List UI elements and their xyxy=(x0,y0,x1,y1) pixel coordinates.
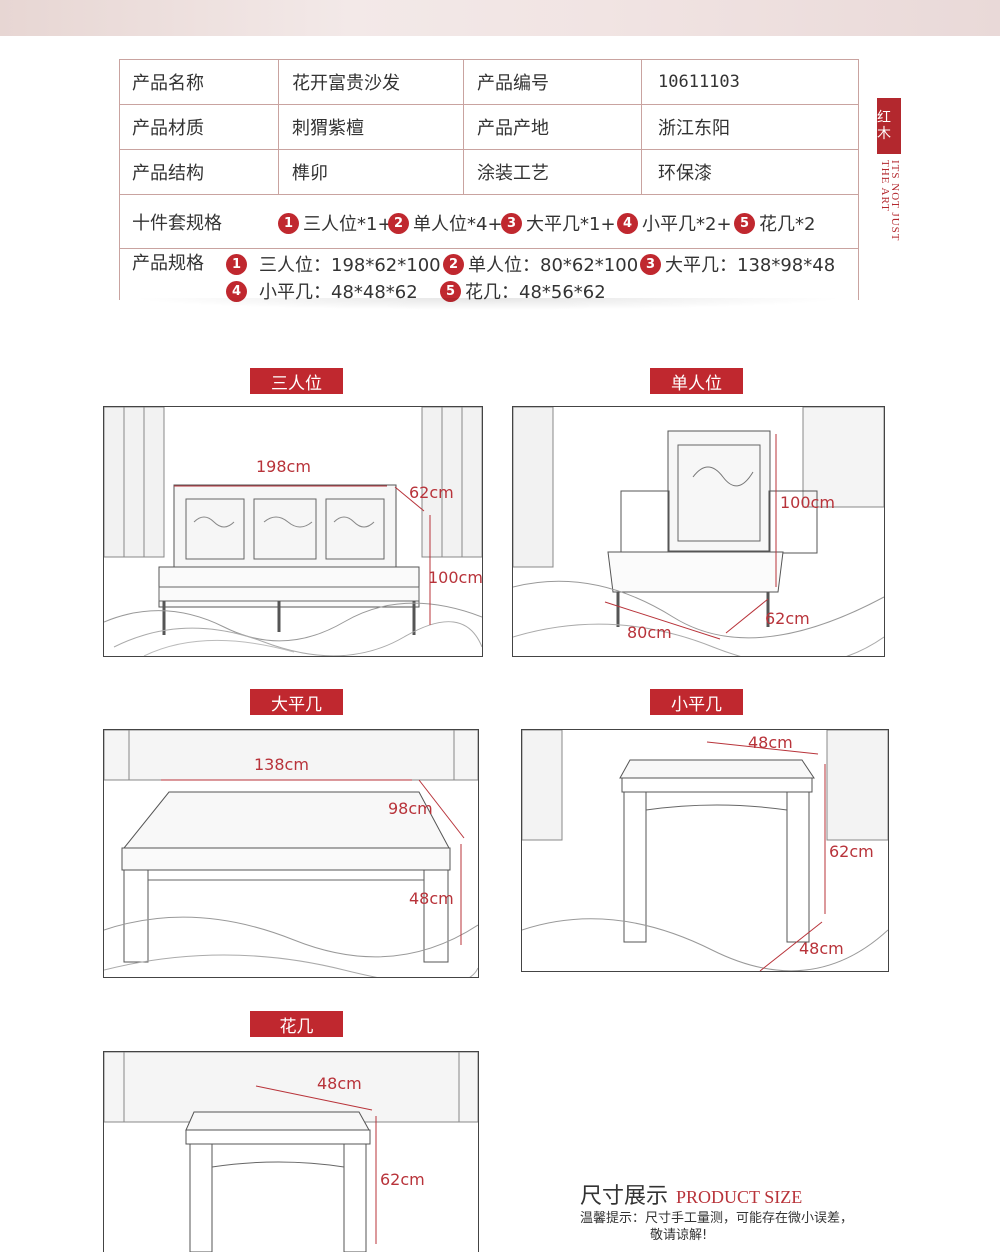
dimension-height: 100cm xyxy=(428,568,483,587)
sketch-large-table: 138cm 98cm 48cm xyxy=(103,729,479,978)
dimension-height: 48cm xyxy=(409,889,454,908)
label-size-spec: 产品规格 xyxy=(132,253,204,274)
number-badge: 2 xyxy=(388,212,409,234)
number-badge: 5 xyxy=(734,212,755,234)
label-three-seat: 三人位 xyxy=(250,368,343,394)
label-product-code: 产品编号 xyxy=(477,73,549,94)
dimension-height: 62cm xyxy=(829,842,874,861)
number-badge: 3 xyxy=(640,253,661,275)
dimension-depth: 48cm xyxy=(799,939,844,958)
number-badge: 1 xyxy=(226,253,247,275)
sketch-three-seat-sofa: 198cm 62cm 100cm xyxy=(103,406,483,657)
number-badge: 4 xyxy=(617,212,638,234)
label-product-name: 产品名称 xyxy=(132,73,204,94)
label-finish: 涂装工艺 xyxy=(477,163,549,184)
brand-tagline: ITS NOT JUST THE ART xyxy=(879,160,901,242)
sketch-flower-stand: 48cm 62cm xyxy=(103,1051,479,1252)
dimension-depth: 62cm xyxy=(409,483,454,502)
small-table-sketch-image xyxy=(522,730,888,971)
spec-row-3: 产品结构 榫卯 涂装工艺 环保漆 xyxy=(120,150,858,195)
label-large-table: 大平几 xyxy=(250,689,343,715)
label-flower-stand: 花几 xyxy=(250,1011,343,1037)
measurement-note: 温馨提示：尺寸手工量测，可能存在微小误差， 敬请谅解! xyxy=(580,1211,854,1243)
value-origin: 浙江东阳 xyxy=(658,118,730,139)
number-badge: 4 xyxy=(226,280,247,302)
number-badge: 5 xyxy=(440,280,461,302)
spec-row-1: 产品名称 花开富贵沙发 产品编号 10611103 xyxy=(120,60,858,105)
sketch-small-table: 48cm 62cm 48cm xyxy=(521,729,889,972)
dimension-width: 80cm xyxy=(627,623,672,642)
value-product-name: 花开富贵沙发 xyxy=(292,73,400,94)
label-origin: 产品产地 xyxy=(477,118,549,139)
dimension-width: 48cm xyxy=(748,733,793,752)
flower-stand-sketch-image xyxy=(104,1052,478,1252)
dimension-width: 198cm xyxy=(256,457,311,476)
label-set-spec: 十件套规格 xyxy=(132,212,222,234)
value-material: 刺猬紫檀 xyxy=(292,118,364,139)
brand-seal-logo: 红木 xyxy=(877,98,901,154)
label-small-table: 小平几 xyxy=(650,689,743,715)
label-material: 产品材质 xyxy=(132,118,204,139)
dimension-height: 62cm xyxy=(380,1170,425,1189)
table-shadow xyxy=(130,298,846,310)
value-structure: 榫卯 xyxy=(292,163,328,184)
dimension-height: 100cm xyxy=(780,493,835,512)
value-product-code: 10611103 xyxy=(658,72,740,92)
dimension-width: 48cm xyxy=(317,1074,362,1093)
value-finish: 环保漆 xyxy=(658,163,712,184)
dimension-depth: 62cm xyxy=(765,609,810,628)
dimension-width: 138cm xyxy=(254,755,309,774)
sofa-sketch-image xyxy=(104,407,482,656)
label-single-seat: 单人位 xyxy=(650,368,743,394)
chair-sketch-image xyxy=(513,407,884,656)
dimension-depth: 98cm xyxy=(388,799,433,818)
large-table-sketch-image xyxy=(104,730,478,977)
sketch-single-seat-chair: 100cm 80cm 62cm xyxy=(512,406,885,657)
number-badge: 1 xyxy=(278,212,299,234)
spec-table: 产品名称 花开富贵沙发 产品编号 10611103 产品材质 刺猬紫檀 产品产地… xyxy=(119,59,859,303)
top-banner xyxy=(0,0,1000,36)
number-badge: 3 xyxy=(501,212,522,234)
label-structure: 产品结构 xyxy=(132,163,204,184)
number-badge: 2 xyxy=(443,253,464,275)
spec-row-2: 产品材质 刺猬紫檀 产品产地 浙江东阳 xyxy=(120,105,858,150)
